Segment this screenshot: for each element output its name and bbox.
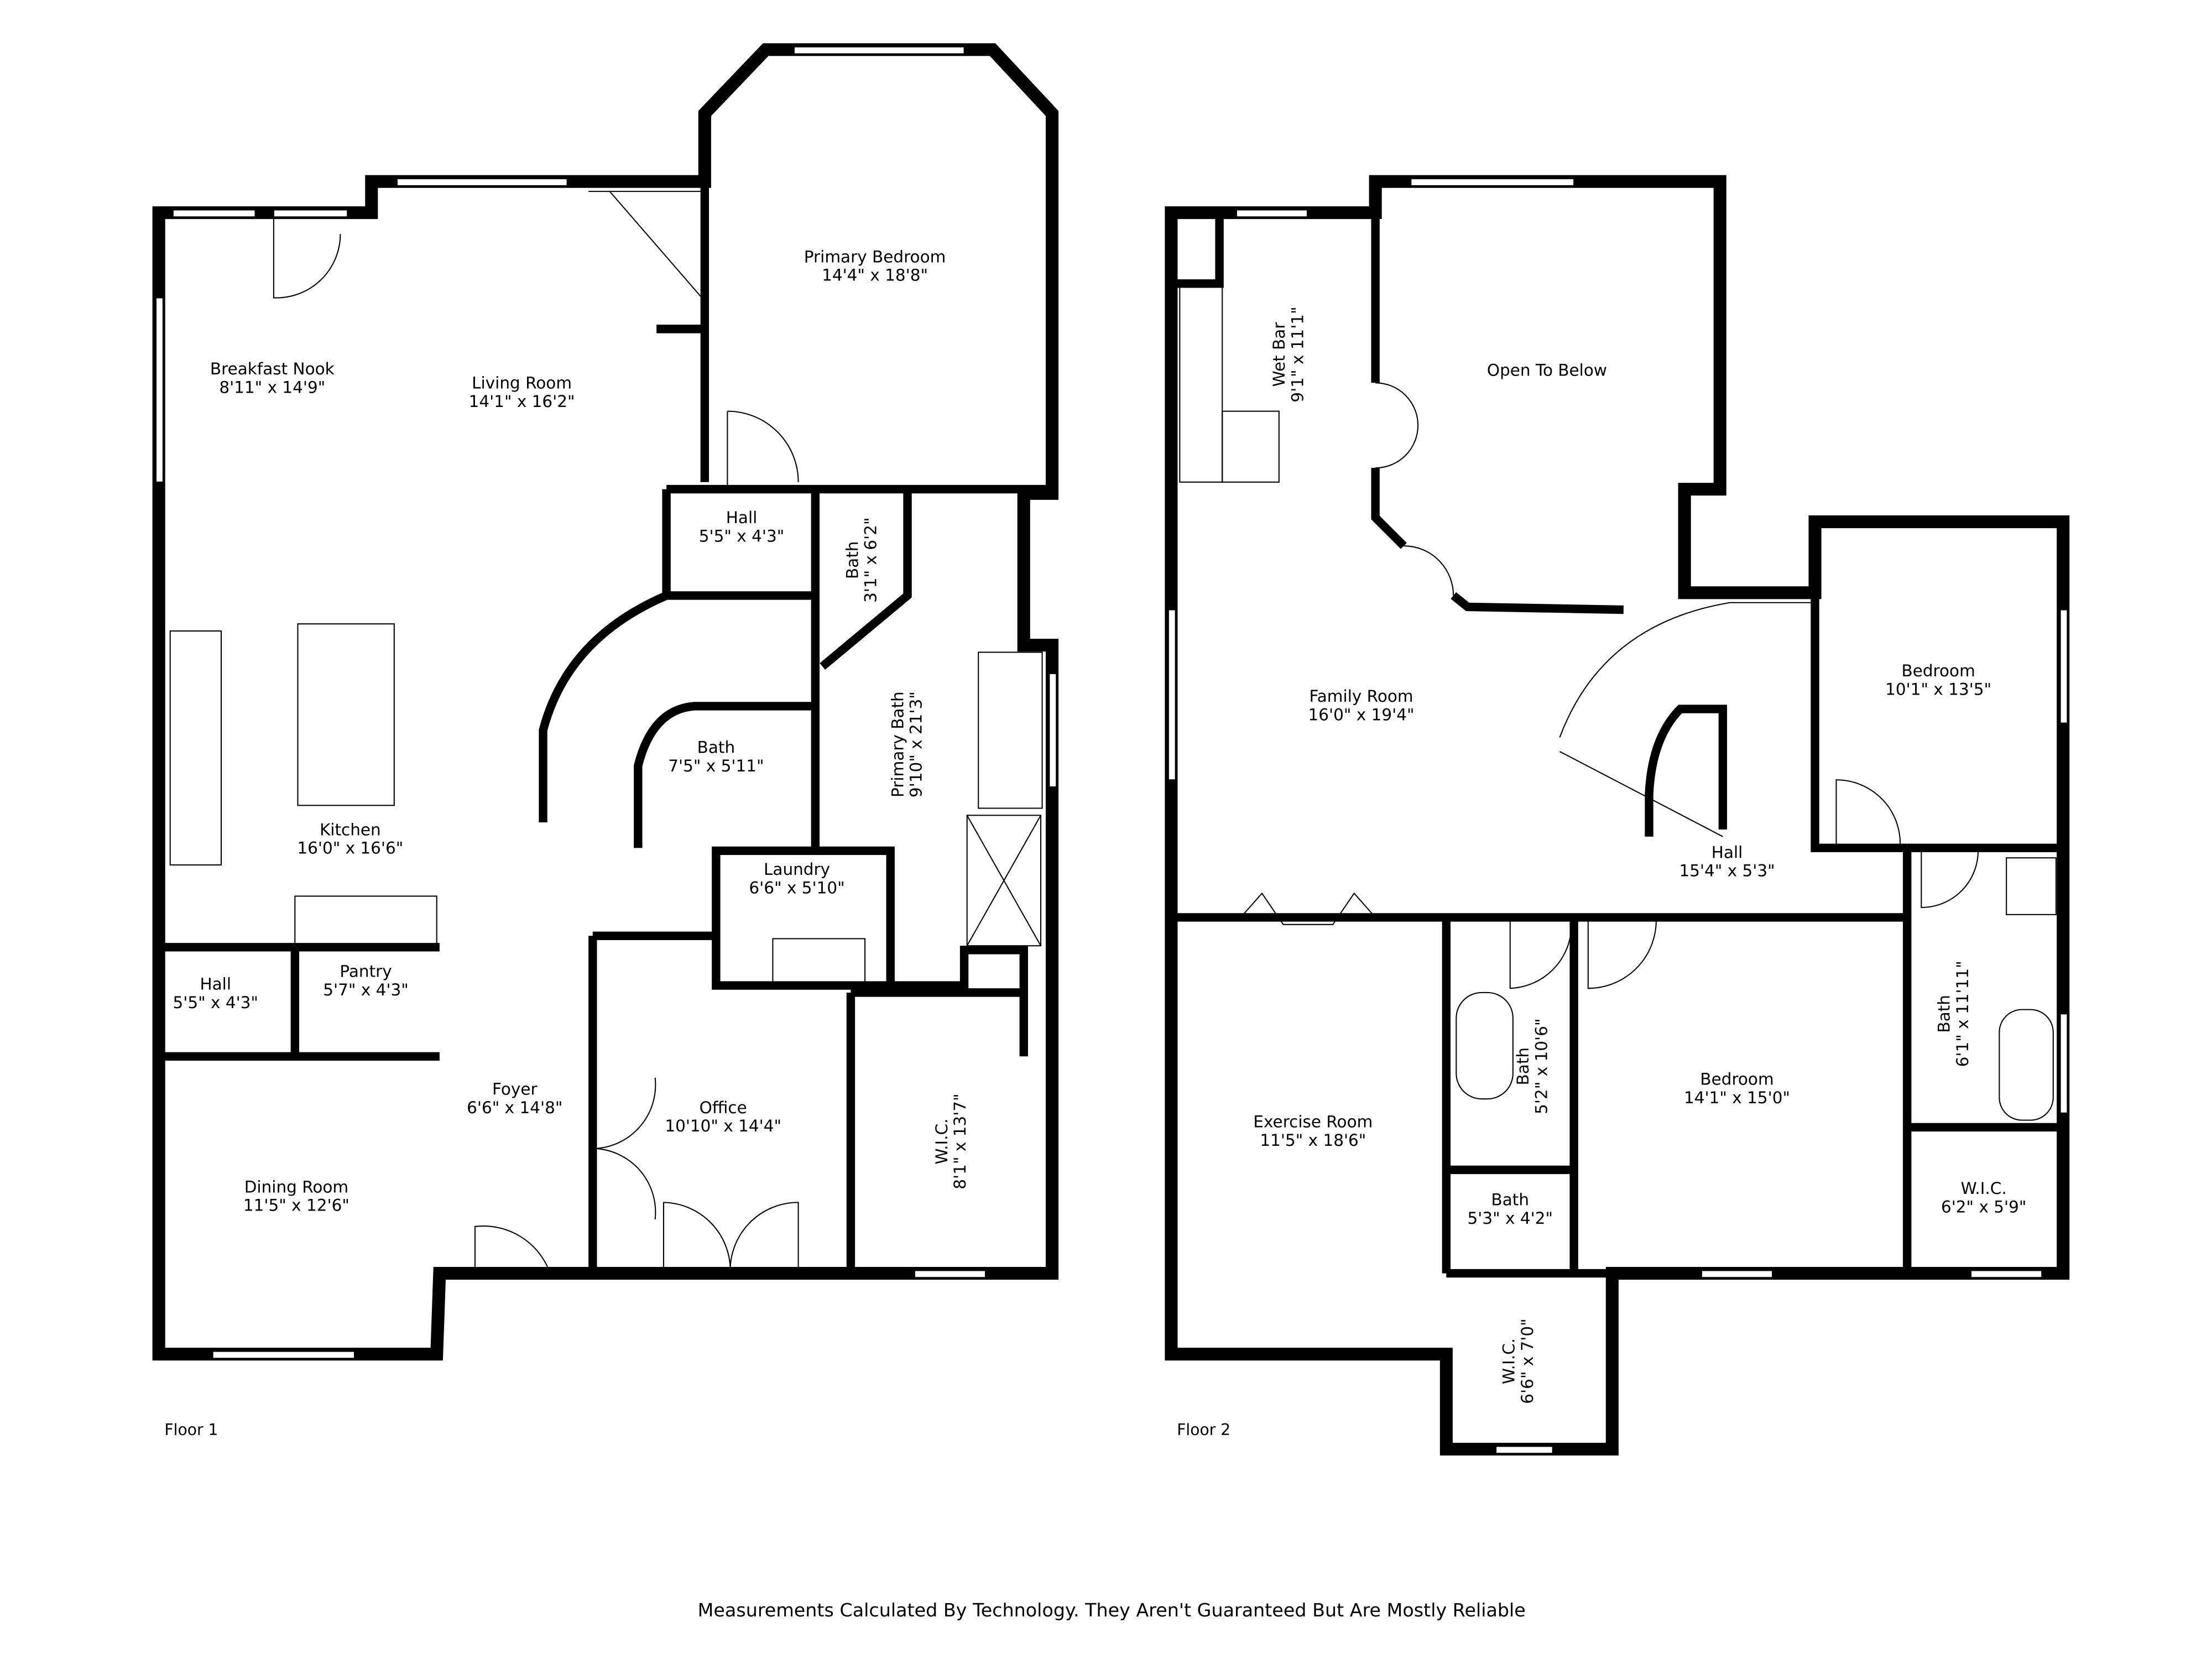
room-dimensions: 5'2" x 10'6" (1532, 1019, 1551, 1114)
room-name: Bath (1491, 1190, 1530, 1209)
room-name: Bath (1935, 995, 1954, 1033)
room-name: Breakfast Nook (210, 359, 335, 378)
room-name: Living Room (472, 374, 572, 393)
room-name: W.I.C. (1499, 1338, 1518, 1384)
room-dimensions: 16'0" x 16'6" (297, 839, 403, 858)
room-name: Kitchen (320, 820, 381, 839)
room-name: Bedroom (1700, 1070, 1773, 1089)
floor-1-fixtures (169, 191, 1043, 1274)
floor-2-interior-walls (1171, 208, 2063, 1278)
room-label: Open To Below (1487, 361, 1607, 379)
room-label: W.I.C.6'2" x 5'9" (1941, 1179, 2026, 1216)
floor-1-label: Floor 1 (164, 1421, 218, 1439)
room-dimensions: 5'5" x 4'3" (699, 526, 784, 545)
floor-2-label: Floor 2 (1177, 1421, 1230, 1439)
room-dimensions: 8'1" x 13'7" (951, 1093, 969, 1189)
room-label: Wet Bar9'1" x 11'1" (1270, 306, 1307, 402)
room-name: Hall (1712, 843, 1743, 862)
room-name: Bath (697, 738, 735, 757)
floor-2-windows (1167, 178, 2068, 1454)
room-name: Bath (1514, 1047, 1532, 1086)
room-dimensions: 9'10" x 21'3" (907, 691, 926, 797)
room-dimensions: 5'5" x 4'3" (173, 993, 258, 1012)
room-name: Primary Bedroom (804, 247, 946, 266)
room-dimensions: 5'3" x 4'2" (1468, 1209, 1553, 1228)
room-dimensions: 6'1" x 11'11" (1953, 961, 1972, 1067)
room-name: Dining Room (244, 1177, 348, 1196)
room-dimensions: 6'6" x 5'10" (749, 878, 844, 897)
room-name: Exercise Room (1253, 1112, 1373, 1131)
room-dimensions: 14'1" x 16'2" (469, 392, 575, 411)
room-label: Primary Bath9'10" x 21'3" (888, 691, 925, 797)
floor-1-windows (155, 46, 1057, 1359)
room-dimensions: 7'5" x 5'11" (668, 757, 764, 775)
room-name: Open To Below (1487, 361, 1607, 379)
room-dimensions: 14'4" x 18'8" (822, 266, 928, 285)
room-dimensions: 5'7" x 4'3" (323, 980, 408, 999)
room-dimensions: 11'5" x 12'6" (243, 1196, 349, 1215)
room-dimensions: 10'1" x 13'5" (1885, 680, 1991, 698)
room-dimensions: 10'10" x 14'4" (665, 1117, 781, 1135)
room-name: Office (700, 1098, 747, 1117)
room-name: Family Room (1309, 687, 1413, 706)
room-dimensions: 6'6" x 7'0" (1518, 1318, 1537, 1404)
room-name: W.I.C. (932, 1119, 951, 1165)
room-name: W.I.C. (1961, 1179, 2007, 1198)
room-dimensions: 9'1" x 11'1" (1288, 306, 1307, 402)
room-dimensions: 15'4" x 5'3" (1679, 862, 1775, 880)
room-dimensions: 14'1" x 15'0" (1684, 1088, 1790, 1107)
room-name: Laundry (764, 860, 830, 879)
room-name: Hall (726, 508, 758, 527)
floor-1-interior-walls (159, 181, 1052, 1274)
room-dimensions: 16'0" x 19'4" (1308, 706, 1415, 724)
room-label: Bath6'1" x 11'11" (1935, 961, 1972, 1067)
room-name: Hall (200, 975, 231, 994)
room-label: Bath5'2" x 10'6" (1514, 1019, 1551, 1114)
disclaimer: Measurements Calculated By Technology. T… (698, 1599, 1526, 1621)
room-name: Foyer (492, 1079, 538, 1098)
room-dimensions: 8'11" x 14'9" (219, 378, 325, 397)
room-dimensions: 11'5" x 18'6" (1260, 1131, 1366, 1150)
room-name: Bedroom (1901, 661, 1975, 680)
room-name: Primary Bath (888, 691, 907, 797)
room-dimensions: 6'6" x 14'8" (467, 1098, 562, 1117)
room-name: Bath (843, 541, 862, 580)
room-name: Pantry (340, 962, 392, 981)
room-label: Bath3'1" x 6'2" (843, 518, 880, 603)
room-dimensions: 6'2" x 5'9" (1941, 1197, 2026, 1216)
floor-2-fixtures (1179, 283, 2057, 1121)
room-name: Wet Bar (1270, 322, 1288, 387)
room-dimensions: 3'1" x 6'2" (862, 518, 880, 603)
room-label: W.I.C.8'1" x 13'7" (932, 1093, 969, 1189)
room-label: W.I.C.6'6" x 7'0" (1499, 1318, 1536, 1404)
